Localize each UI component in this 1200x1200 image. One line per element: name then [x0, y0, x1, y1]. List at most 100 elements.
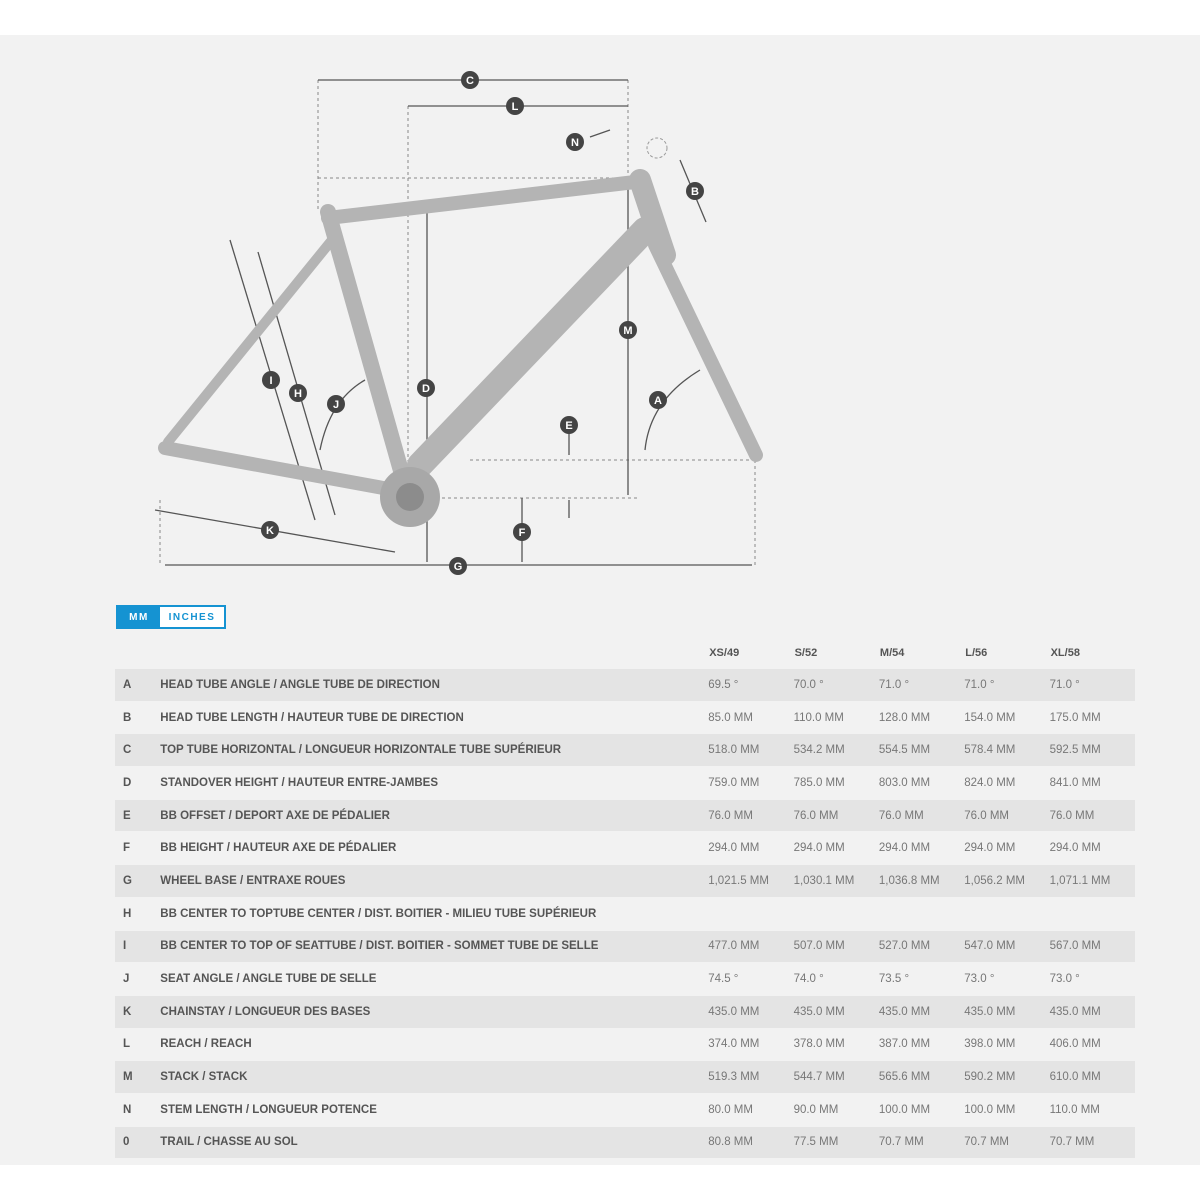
marker-a: A: [649, 391, 667, 409]
unit-inches-button[interactable]: INCHES: [168, 611, 216, 623]
row-value: 154.0 MM: [964, 711, 1016, 724]
row-value: [708, 897, 793, 930]
unit-toggle[interactable]: MM INCHES: [116, 605, 226, 629]
marker-l: L: [506, 97, 524, 115]
row-label: STACK / STACK: [160, 1071, 248, 1084]
row-value: 74.5 °: [708, 973, 739, 986]
row-value: 527.0 MM: [878, 940, 931, 953]
row-value: 85.0 MM: [708, 711, 753, 724]
row-value: 73.0 °: [1049, 973, 1080, 986]
row-label: TRAIL / CHASSE AU SOL: [160, 1136, 298, 1149]
row-label: BB HEIGHT / HAUTEUR AXE DE PÉDALIER: [160, 842, 397, 855]
row-value: 1,036.8 MM: [878, 874, 940, 887]
row-value: 841.0 MM: [1049, 776, 1101, 789]
row-value: 110.0 MM: [793, 711, 844, 724]
row-value: 519.3 MM: [708, 1071, 760, 1084]
unit-mm-button[interactable]: MM: [118, 607, 160, 627]
row-letter: G: [123, 874, 132, 887]
row-value: 435.0 MM: [793, 1005, 845, 1018]
row-value: 294.0 MM: [793, 842, 845, 855]
table-row: J SEAT ANGLE / ANGLE TUBE DE SELLE 74.5 ° 7…: [115, 963, 1135, 996]
row-label: TOP TUBE HORIZONTAL / LONGUEUR HORIZONTA…: [160, 744, 562, 757]
row-value: [1050, 897, 1135, 930]
row-label: STANDOVER HEIGHT / HAUTEUR ENTRE-JAMBES: [160, 776, 439, 789]
marker-g: G: [449, 557, 467, 575]
marker-i: I: [262, 371, 280, 389]
geometry-panel: [0, 35, 1200, 1165]
row-value: 518.0 MM: [708, 744, 760, 757]
row-letter: H: [123, 907, 132, 920]
row-value: [794, 897, 879, 930]
row-value: 1,021.5 MM: [708, 874, 769, 887]
row-value: 90.0 MM: [793, 1103, 839, 1116]
row-value: [879, 897, 964, 930]
table-row: A HEAD TUBE ANGLE / ANGLE TUBE DE DIRECTI…: [115, 669, 1135, 702]
row-value: 70.7 MM: [878, 1136, 924, 1149]
row-value: 74.0 °: [793, 973, 824, 986]
row-value: 592.5 MM: [1049, 744, 1101, 757]
row-letter: J: [123, 973, 130, 986]
marker-f: F: [513, 523, 531, 541]
row-value: 1,056.2 MM: [964, 874, 1025, 887]
svg-text:M: M: [623, 325, 632, 337]
svg-text:N: N: [571, 137, 579, 149]
row-label: SEAT ANGLE / ANGLE TUBE DE SELLE: [160, 973, 377, 986]
row-letter: M: [123, 1071, 133, 1084]
row-letter: B: [123, 711, 132, 724]
svg-text:E: E: [565, 420, 572, 432]
row-value: 70.7 MM: [1049, 1136, 1095, 1149]
svg-text:G: G: [454, 561, 463, 573]
svg-text:H: H: [294, 388, 302, 400]
bike-frame: [158, 169, 763, 499]
row-value: 565.6 MM: [878, 1071, 931, 1084]
row-value: 785.0 MM: [793, 776, 845, 789]
row-value: 435.0 MM: [964, 1005, 1016, 1018]
marker-n: N: [566, 133, 584, 151]
table-row: C TOP TUBE HORIZONTAL / LONGUEUR HORIZONT…: [115, 733, 1135, 767]
row-value: 69.5 °: [708, 678, 739, 691]
row-value: 590.2 MM: [964, 1071, 1016, 1084]
row-label: HEAD TUBE LENGTH / HAUTEUR TUBE DE DIREC…: [160, 711, 464, 724]
svg-text:D: D: [422, 383, 430, 395]
row-value: 128.0 MM: [878, 711, 931, 724]
row-value: 70.0 °: [793, 678, 824, 691]
row-value: 507.0 MM: [793, 940, 845, 953]
row-letter: D: [123, 776, 132, 789]
row-label: WHEEL BASE / ENTRAXE ROUES: [160, 874, 346, 887]
row-value: 294.0 MM: [878, 842, 931, 855]
row-value: 374.0 MM: [708, 1038, 760, 1051]
marker-m: M: [619, 321, 637, 339]
row-label: REACH / REACH: [160, 1038, 252, 1051]
marker-e: E: [560, 416, 578, 434]
marker-c: C: [461, 71, 479, 89]
row-value: 547.0 MM: [964, 940, 1016, 953]
table-row: D STANDOVER HEIGHT / HAUTEUR ENTRE-JAMBES…: [115, 767, 1135, 800]
row-label: BB CENTER TO TOPTUBE CENTER / DIST. BOIT…: [160, 907, 597, 920]
row-value: 294.0 MM: [1049, 842, 1101, 855]
row-value: 71.0 °: [1049, 678, 1080, 691]
row-value: 76.0 MM: [1049, 809, 1095, 822]
size-header: L/56: [965, 647, 988, 659]
row-letter: A: [123, 678, 132, 691]
row-letter: 0: [123, 1136, 130, 1149]
table-row: B HEAD TUBE LENGTH / HAUTEUR TUBE DE DIRE…: [115, 701, 1135, 734]
row-value: 80.8 MM: [708, 1136, 753, 1149]
row-value: 76.0 MM: [708, 809, 753, 822]
row-letter: C: [123, 744, 132, 757]
svg-text:C: C: [466, 75, 474, 87]
row-label: HEAD TUBE ANGLE / ANGLE TUBE DE DIRECTIO…: [160, 678, 440, 691]
row-value: 544.7 MM: [793, 1071, 845, 1084]
svg-text:A: A: [654, 395, 662, 407]
row-value: 76.0 MM: [964, 809, 1009, 822]
row-value: 71.0 °: [964, 678, 995, 691]
table-row: G WHEEL BASE / ENTRAXE ROUES 1,021.5 MM 1,0…: [115, 864, 1135, 898]
row-value: [964, 897, 1049, 930]
row-value: 70.7 MM: [964, 1136, 1009, 1149]
svg-text:B: B: [691, 186, 699, 198]
